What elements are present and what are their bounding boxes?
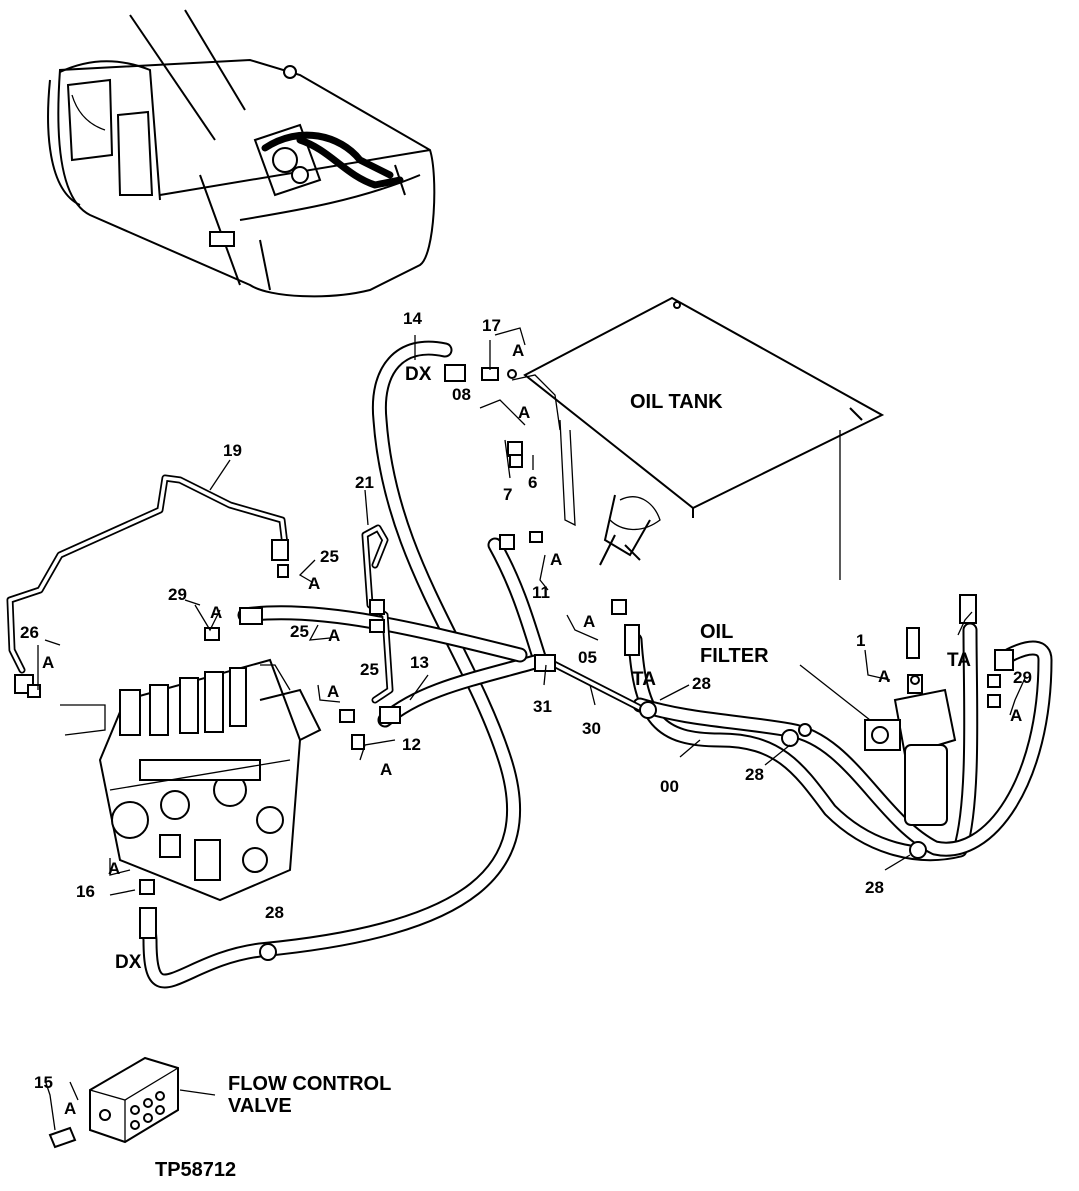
callout-21: 21 xyxy=(355,473,374,492)
callout-7: 7 xyxy=(503,485,512,504)
callout-25-low: 25 xyxy=(360,660,379,679)
callout-25-mid: 25 xyxy=(290,622,309,641)
callout-08: 08 xyxy=(452,385,471,404)
port-code-ta-right: TA xyxy=(947,650,971,671)
ref-marker-a: A xyxy=(380,760,392,779)
callout-28-right: 28 xyxy=(865,878,884,897)
tubes xyxy=(6,474,644,712)
callout-15: 15 xyxy=(34,1073,53,1092)
callout-25-top: 25 xyxy=(320,547,339,566)
flow-control-label-line2: VALVE xyxy=(228,1095,292,1117)
callout-26: 26 xyxy=(20,623,39,642)
ref-marker-a: A xyxy=(108,859,120,878)
ref-marker-a: A xyxy=(878,667,890,686)
callout-13: 13 xyxy=(410,653,429,672)
callout-30: 30 xyxy=(582,719,601,738)
ref-marker-a: A xyxy=(42,653,54,672)
callout-14: 14 xyxy=(403,309,422,328)
ref-marker-a: A xyxy=(327,682,339,701)
oil-tank xyxy=(523,296,885,580)
ref-marker-a: A xyxy=(308,574,320,593)
ref-marker-a: A xyxy=(64,1099,76,1118)
port-code-ta-left: TA xyxy=(632,669,656,690)
callout-19: 19 xyxy=(223,441,242,460)
callout-00: 00 xyxy=(660,777,679,796)
ref-marker-a: A xyxy=(550,550,562,569)
ref-marker-a: A xyxy=(583,612,595,631)
port-code-dx-top: DX xyxy=(405,364,432,385)
callout-1: 1 xyxy=(856,631,865,650)
figure-id: TP58712 xyxy=(155,1159,236,1181)
leader-lines xyxy=(37,327,1026,1131)
callout-16: 16 xyxy=(76,882,95,901)
callout-29-right: 29 xyxy=(1013,668,1032,687)
ref-marker-a: A xyxy=(328,626,340,645)
callout-6: 6 xyxy=(528,473,537,492)
ref-marker-a: A xyxy=(512,341,524,360)
text-labels: OIL TANK OIL FILTER FLOW CONTROL VALVE T… xyxy=(20,309,1032,1181)
callout-11: 11 xyxy=(532,583,550,602)
ref-marker-a: A xyxy=(518,403,530,422)
ref-marker-a: A xyxy=(210,603,222,622)
control-valve xyxy=(98,658,322,902)
oil-filter xyxy=(864,674,957,826)
callout-28-upper: 28 xyxy=(692,674,711,693)
oil-tank-label: OIL TANK xyxy=(630,391,723,413)
callout-31: 31 xyxy=(533,697,552,716)
callout-29-left: 29 xyxy=(168,585,187,604)
excavator-overview xyxy=(47,9,436,298)
flow-control-label-line1: FLOW CONTROL xyxy=(228,1073,391,1095)
callout-05: 05 xyxy=(578,648,597,667)
ref-marker-a: A xyxy=(1010,706,1022,725)
fittings xyxy=(14,364,1014,961)
oil-filter-label-line2: FILTER xyxy=(700,645,769,667)
callout-17: 17 xyxy=(482,316,501,335)
flow-control-valve xyxy=(48,1056,179,1149)
oil-filter-label-line1: OIL xyxy=(700,621,733,643)
callout-28-middle: 28 xyxy=(745,765,764,784)
callout-28-left: 28 xyxy=(265,903,284,922)
port-code-dx-bottom: DX xyxy=(115,952,142,973)
callout-12: 12 xyxy=(402,735,421,754)
